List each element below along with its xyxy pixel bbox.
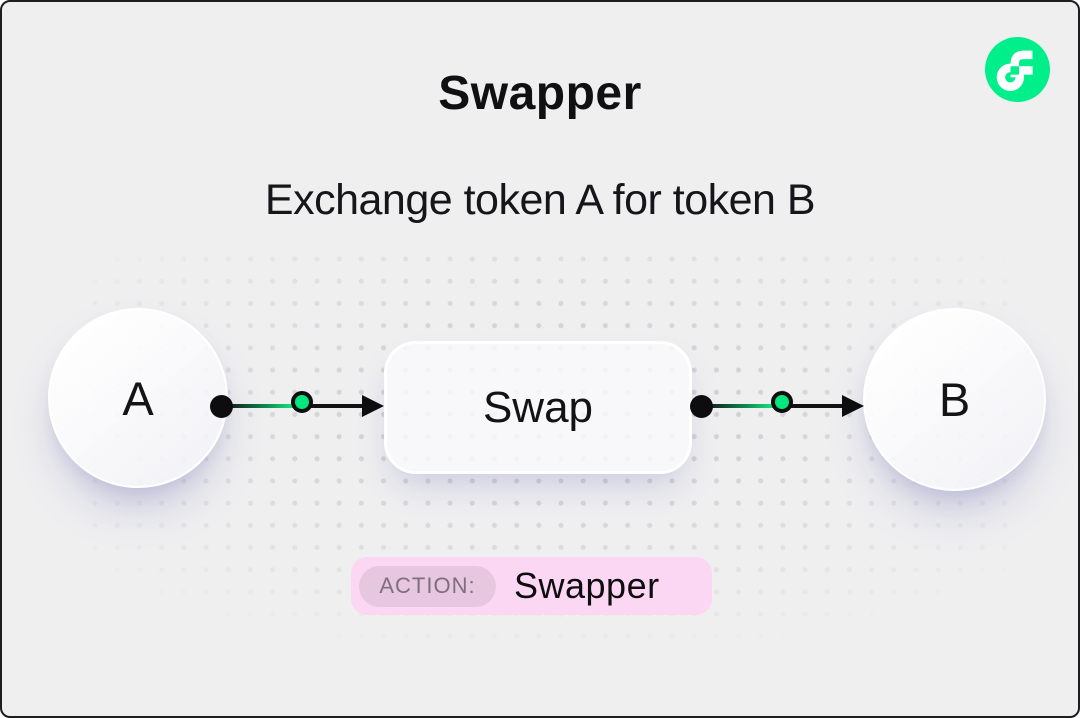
action-badge: ACTION: Swapper [351, 557, 712, 615]
start-dot [690, 394, 713, 418]
arrowhead-icon [842, 394, 864, 417]
token-transfer-dot [291, 391, 313, 413]
token-transfer-dot [771, 391, 793, 413]
token-b-label: B [938, 373, 971, 426]
action-type-pill: ACTION: [359, 565, 496, 607]
arrowhead-icon [362, 394, 384, 417]
token-a-node: A [48, 308, 228, 488]
swap-action-node: Swap [384, 341, 692, 474]
action-name: Swapper [514, 565, 660, 606]
page-title: Swapper [438, 67, 642, 120]
flow-logo-icon [985, 37, 1050, 102]
swap-node-label: Swap [482, 382, 594, 432]
start-dot [210, 394, 233, 418]
token-b-node: B [863, 308, 1046, 491]
token-a-label: A [122, 371, 154, 425]
page-subtitle: Exchange token A for token B [264, 176, 816, 224]
